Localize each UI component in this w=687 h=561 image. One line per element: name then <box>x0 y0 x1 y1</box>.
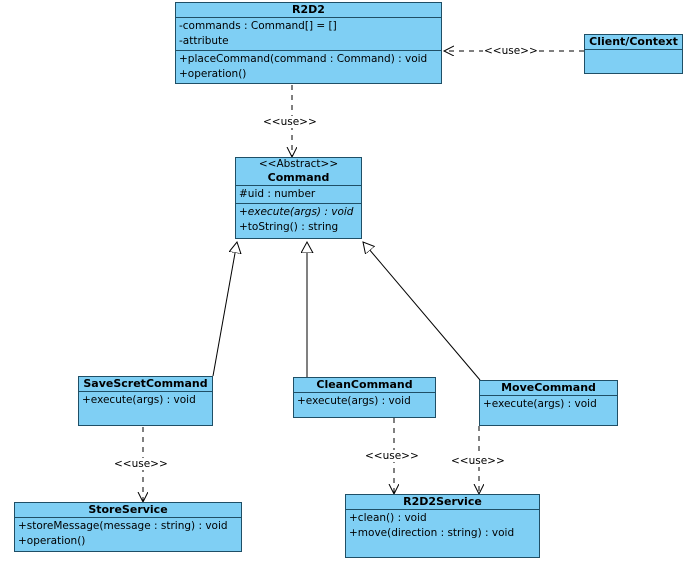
operations-section: +execute(args) : void <box>294 393 435 410</box>
class-movecommand[interactable]: MoveCommand +execute(args) : void <box>479 380 618 426</box>
generalization-move-to-command <box>363 242 481 381</box>
operation: +operation() <box>179 68 247 80</box>
operations-section: +placeCommand(command : Command) : void … <box>176 51 441 83</box>
class-name: R2D2Service <box>346 495 539 510</box>
stereotype: <<Abstract>> <box>258 158 339 170</box>
class-name: SaveScretCommand <box>79 377 212 392</box>
operations-section: +execute(args) : void +toString() : stri… <box>236 204 361 236</box>
operations-section: +storeMessage(message : string) : void +… <box>15 518 241 550</box>
operation: +clean() : void <box>349 512 427 524</box>
class-command[interactable]: <<Abstract>> Command #uid : number +exec… <box>235 157 362 239</box>
class-r2d2[interactable]: R2D2 -commands : Command[] = [] -attribu… <box>175 2 442 84</box>
operation: +execute(args) : void <box>82 394 196 406</box>
use-label-r2d2: <<use>> <box>262 116 318 128</box>
class-client-context[interactable]: Client/Context <box>584 34 683 74</box>
attributes-section: -commands : Command[] = [] -attribute <box>176 18 441 51</box>
class-name: Client/Context <box>585 35 682 50</box>
operation: +toString() : string <box>239 221 339 233</box>
attribute: #uid : number <box>239 188 316 200</box>
operations-section: +execute(args) : void <box>79 392 212 409</box>
operation-abstract: +execute(args) : void <box>239 206 354 218</box>
attributes-section: #uid : number <box>236 186 361 204</box>
class-cleancommand[interactable]: CleanCommand +execute(args) : void <box>293 377 436 418</box>
class-name: R2D2 <box>176 3 441 18</box>
use-label-save: <<use>> <box>113 458 169 470</box>
operation: +execute(args) : void <box>483 398 597 410</box>
use-label-client: <<use>> <box>483 45 539 57</box>
use-label-move: <<use>> <box>450 455 506 467</box>
operation: +operation() <box>18 535 86 547</box>
attribute: -attribute <box>179 35 229 47</box>
operation: +storeMessage(message : string) : void <box>18 520 228 532</box>
generalization-save-to-command <box>212 242 237 377</box>
class-savescretcommand[interactable]: SaveScretCommand +execute(args) : void <box>78 376 213 426</box>
class-name: StoreService <box>15 503 241 518</box>
class-r2d2service[interactable]: R2D2Service +clean() : void +move(direct… <box>345 494 540 558</box>
class-name: Command <box>236 171 361 186</box>
class-name: CleanCommand <box>294 378 435 393</box>
operations-section: +clean() : void +move(direction : string… <box>346 510 539 542</box>
attribute: -commands : Command[] = [] <box>179 20 337 32</box>
class-name: MoveCommand <box>480 381 617 396</box>
operation: +execute(args) : void <box>297 395 411 407</box>
class-storeservice[interactable]: StoreService +storeMessage(message : str… <box>14 502 242 552</box>
operations-section: +execute(args) : void <box>480 396 617 413</box>
operation: +placeCommand(command : Command) : void <box>179 53 428 65</box>
operation: +move(direction : string) : void <box>349 527 515 539</box>
use-label-clean: <<use>> <box>364 450 420 462</box>
